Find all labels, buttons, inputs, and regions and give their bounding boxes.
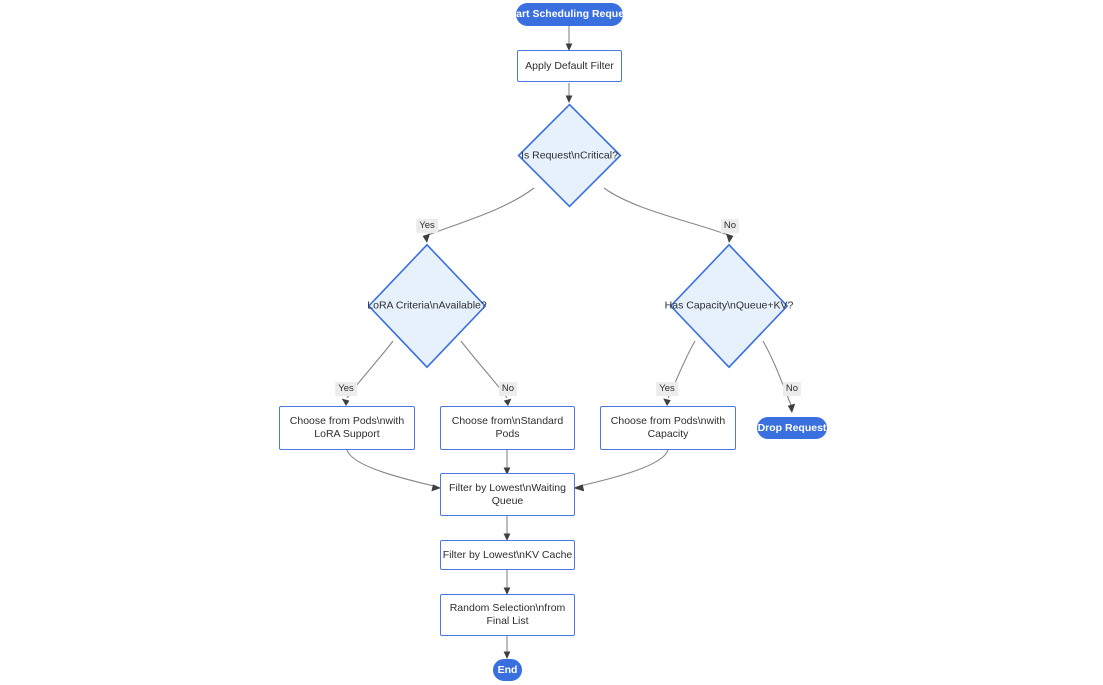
- node-choose-capacity-pods[interactable]: Choose from Pods\nwith Capacity: [600, 406, 736, 450]
- node-random-selection-line1: Random Selection\nfrom: [449, 602, 566, 614]
- node-filter-waiting-queue-line2: Queue: [491, 494, 524, 507]
- node-filter-kv-cache-label: Filter by Lowest\nKV Cache: [442, 548, 573, 561]
- node-choose-lora-pods-line2: LoRA Support: [314, 428, 380, 440]
- diamond-shape: [367, 243, 487, 369]
- diamond-shape: [517, 103, 622, 208]
- node-filter-kv-cache[interactable]: Filter by Lowest\nKV Cache: [440, 540, 575, 570]
- node-apply-default-filter[interactable]: Apply Default Filter: [517, 50, 622, 82]
- node-filter-waiting-queue[interactable]: Filter by Lowest\nWaiting Queue: [440, 473, 575, 516]
- node-choose-capacity-pods-line2: Capacity: [647, 428, 689, 440]
- edge-label-capacity-no: No: [782, 382, 802, 396]
- edge-label-lora-no: No: [498, 382, 518, 396]
- edge-label-lora-yes: Yes: [335, 382, 357, 396]
- node-choose-standard-pods-line1: Choose from\nStandard: [451, 415, 564, 427]
- node-end-label: End: [497, 663, 518, 676]
- node-start-label: Start Scheduling Request: [505, 8, 634, 20]
- node-end[interactable]: End: [493, 659, 522, 681]
- node-is-request-critical[interactable]: Is Request\nCritical?: [517, 103, 622, 208]
- node-has-capacity[interactable]: Has Capacity\nQueue+KV?: [665, 243, 793, 369]
- node-lora-criteria-available[interactable]: LoRA Criteria\nAvailable?: [367, 243, 487, 369]
- node-random-selection[interactable]: Random Selection\nfrom Final List: [440, 594, 575, 636]
- edge-label-capacity-yes: Yes: [656, 382, 678, 396]
- node-choose-capacity-pods-line1: Choose from Pods\nwith: [610, 415, 726, 427]
- node-filter-waiting-queue-line1: Filter by Lowest\nWaiting: [449, 481, 566, 494]
- node-choose-lora-pods-line1: Choose from Pods\nwith: [289, 415, 405, 427]
- node-choose-lora-pods[interactable]: Choose from Pods\nwith LoRA Support: [279, 406, 415, 450]
- node-choose-standard-pods[interactable]: Choose from\nStandard Pods: [440, 406, 575, 450]
- node-drop-request-label: Drop Request: [757, 421, 827, 434]
- diamond-shape: [669, 243, 789, 369]
- node-random-selection-line2: Final List: [486, 615, 529, 627]
- node-start[interactable]: Start Scheduling Request: [506, 3, 633, 26]
- node-choose-standard-pods-line2: Pods: [495, 428, 520, 440]
- node-drop-request[interactable]: Drop Request: [757, 417, 827, 439]
- edge-label-critical-yes: Yes: [416, 219, 438, 233]
- edge-label-critical-no: No: [720, 219, 740, 233]
- node-apply-default-filter-label: Apply Default Filter: [525, 59, 614, 72]
